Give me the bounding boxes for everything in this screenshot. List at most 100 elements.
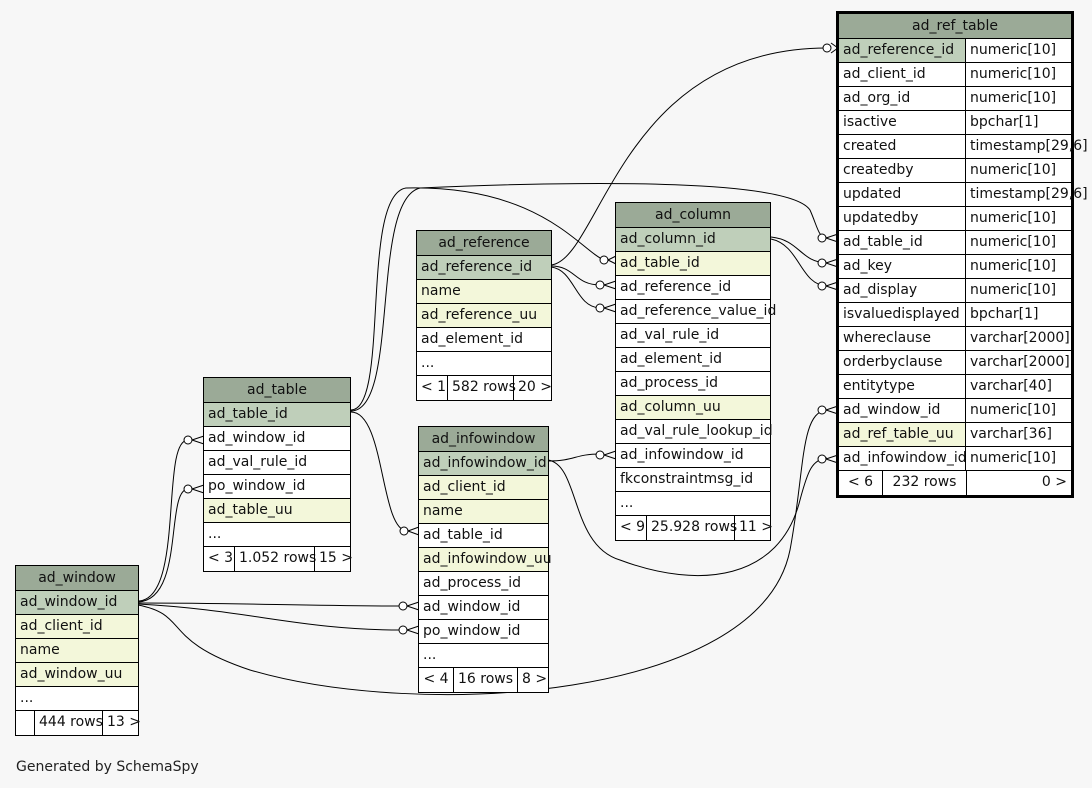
column-row[interactable]: ad_element_id xyxy=(616,348,770,372)
column-row[interactable]: ad_reference_value_id xyxy=(616,300,777,324)
column-name: ad_table_id xyxy=(616,252,770,275)
column-row[interactable]: name xyxy=(417,280,551,304)
parents-count[interactable]: < 3 xyxy=(208,550,234,566)
table-title[interactable]: ad_column xyxy=(616,203,770,228)
column-type: bpchar[1] xyxy=(965,303,1071,326)
column-row[interactable]: po_window_id xyxy=(204,475,350,499)
column-row[interactable]: ad_client_id xyxy=(16,615,138,639)
parents-count[interactable]: < 9 xyxy=(620,519,646,535)
edge-endpoints xyxy=(183,42,839,635)
column-row[interactable]: ad_reference_uu xyxy=(417,304,551,328)
column-row[interactable]: name xyxy=(419,500,548,524)
column-row[interactable]: ad_infowindow_uu xyxy=(419,548,552,572)
children-count[interactable]: 15 > xyxy=(314,547,353,571)
column-row[interactable]: ad_window_id xyxy=(204,427,350,451)
generated-by-footer: Generated by SchemaSpy xyxy=(16,759,199,775)
column-row[interactable]: ad_window_id xyxy=(16,591,138,615)
column-name: ad_key xyxy=(843,258,892,274)
children-count[interactable]: 0 > xyxy=(966,471,1071,495)
column-name: name xyxy=(419,500,548,523)
column-row[interactable]: ad_column_id xyxy=(616,228,770,252)
column-row[interactable]: ad_table_id xyxy=(616,252,770,276)
column-name: ad_ref_table_uu xyxy=(839,423,965,446)
column-row[interactable]: ... xyxy=(204,523,350,547)
column-row[interactable]: ad_val_rule_id xyxy=(204,451,350,475)
table-title[interactable]: ad_reference xyxy=(417,231,551,256)
column-row[interactable]: ad_process_id xyxy=(616,372,770,396)
column-row[interactable]: ad_window_uu xyxy=(16,663,138,687)
column-type: numeric[10] xyxy=(965,39,1071,62)
column-row[interactable]: ad_reference_id xyxy=(417,256,551,280)
column-row[interactable]: ... xyxy=(417,352,551,376)
column-row[interactable]: ad_window_id xyxy=(419,596,548,620)
column-type: numeric[10] xyxy=(965,87,1071,110)
children-count[interactable]: 20 > xyxy=(513,376,552,400)
children-count[interactable]: 11 > xyxy=(734,516,773,540)
parents-count[interactable]: < 6 xyxy=(847,474,874,490)
column-row[interactable]: ad_val_rule_lookup_id xyxy=(616,420,773,444)
column-row[interactable]: ad_column_uu xyxy=(616,396,770,420)
column-row[interactable]: ad_table_id xyxy=(204,403,350,427)
column-row[interactable]: po_window_id xyxy=(419,620,548,644)
column-row[interactable]: ad_infowindow_id xyxy=(616,444,770,468)
column-name: ... xyxy=(20,690,34,706)
children-count[interactable]: 13 > xyxy=(102,711,141,735)
column-row[interactable]: ad_table_id xyxy=(419,524,548,548)
table-meta: < 3 1.052 rows 15 > xyxy=(204,547,353,571)
table-title[interactable]: ad_infowindow xyxy=(419,427,548,452)
table-title[interactable]: ad_ref_table xyxy=(839,14,1071,39)
parents-count[interactable]: < 4 xyxy=(423,671,449,687)
column-row[interactable]: ad_val_rule_id xyxy=(616,324,770,348)
column-name: ... xyxy=(421,355,435,371)
table-title[interactable]: ad_table xyxy=(204,378,350,403)
column-type: varchar[2000] xyxy=(965,327,1071,350)
column-name: ad_reference_id xyxy=(620,279,732,295)
children-count[interactable]: 8 > xyxy=(517,668,548,692)
column-row[interactable]: fkconstraintmsg_id xyxy=(616,468,770,492)
column-row[interactable]: ad_client_id xyxy=(419,476,548,500)
column-name: ad_element_id xyxy=(620,351,722,367)
column-type: numeric[10] xyxy=(965,207,1071,230)
column-row[interactable]: ad_reference_id xyxy=(616,276,770,300)
column-row[interactable]: ad_infowindow_id xyxy=(419,452,548,476)
column-row[interactable]: ... xyxy=(616,492,770,516)
column-row[interactable]: name xyxy=(16,639,138,663)
table-title[interactable]: ad_window xyxy=(16,566,138,591)
column-name: ad_window_id xyxy=(843,402,941,418)
column-name: ad_column_id xyxy=(616,228,770,251)
column-row[interactable]: ad_table_uu xyxy=(204,499,350,523)
parents-count xyxy=(16,711,34,735)
column-row[interactable]: ad_process_id xyxy=(419,572,548,596)
column-row[interactable]: ... xyxy=(16,687,138,711)
column-row[interactable]: ... xyxy=(419,644,548,668)
column-row[interactable]: ad_element_id xyxy=(417,328,551,352)
parents-count[interactable]: < 1 xyxy=(421,379,447,395)
edge-infowindow-to-column xyxy=(547,453,601,462)
column-name: ad_table_id xyxy=(204,403,350,426)
column-name: ad_reference_value_id xyxy=(620,303,777,319)
